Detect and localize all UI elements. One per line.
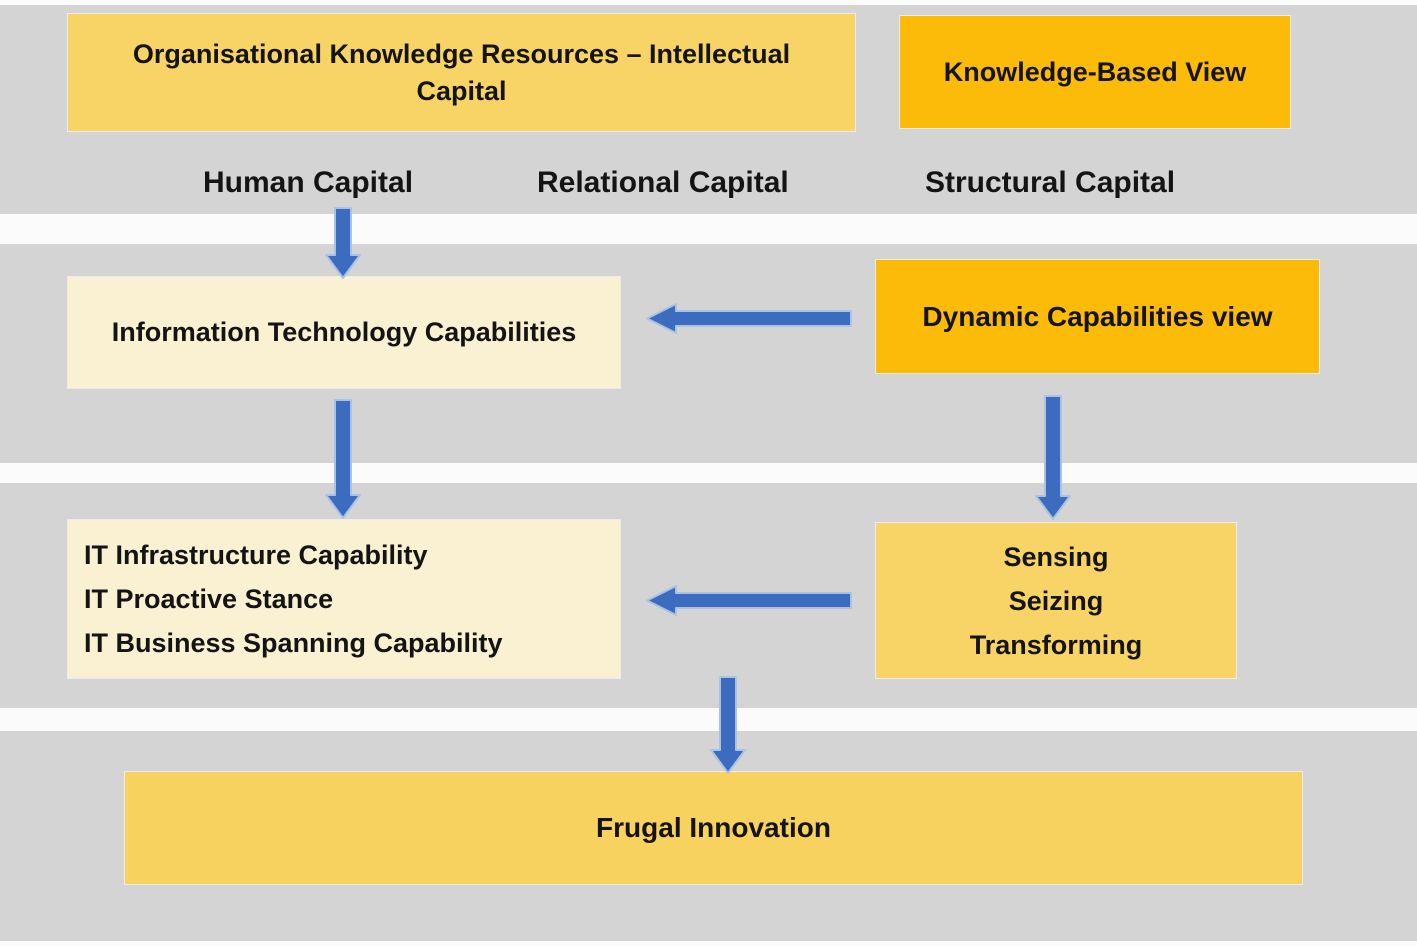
arrow-left-dynamic-capabilities-to-it-capabilities-icon bbox=[646, 303, 852, 334]
sensing-seizing-transforming-box: Sensing Seizing Transforming bbox=[876, 523, 1236, 678]
dynamic-capabilities-view-box: Dynamic Capabilities view bbox=[876, 260, 1319, 373]
sst-line-transforming: Transforming bbox=[969, 629, 1143, 660]
it-capability-list-box: IT Infrastructure Capability IT Proactiv… bbox=[68, 520, 620, 678]
it-capabilities-box: Information Technology Capabilities bbox=[68, 277, 620, 388]
frugal-innovation-box: Frugal Innovation bbox=[125, 772, 1302, 884]
structural-capital-label: Structural Capital bbox=[925, 166, 1176, 199]
it-capability-list-line-1: IT Infrastructure Capability bbox=[84, 540, 428, 570]
arrow-left-sensing-to-it-list-icon bbox=[646, 585, 852, 616]
arrow-down-human-capital-to-it-capabilities-icon bbox=[325, 207, 361, 279]
knowledge-based-view-box: Knowledge-Based View bbox=[900, 16, 1290, 128]
human-capital-label: Human Capital bbox=[203, 166, 414, 199]
relational-capital-label: Relational Capital bbox=[537, 166, 789, 199]
it-capability-list-line-3: IT Business Spanning Capability bbox=[84, 628, 503, 658]
it-capability-list-line-2: IT Proactive Stance bbox=[84, 584, 334, 614]
sst-line-sensing: Sensing bbox=[1003, 541, 1109, 572]
arrow-down-to-frugal-innovation-icon bbox=[710, 676, 746, 774]
arrow-down-dynamic-capabilities-to-sensing-icon bbox=[1035, 395, 1071, 520]
org-knowledge-resources-box: Organisational Knowledge Resources – Int… bbox=[68, 14, 855, 131]
sst-line-seizing: Seizing bbox=[1008, 585, 1104, 616]
arrow-down-it-capabilities-to-it-list-icon bbox=[325, 399, 361, 519]
